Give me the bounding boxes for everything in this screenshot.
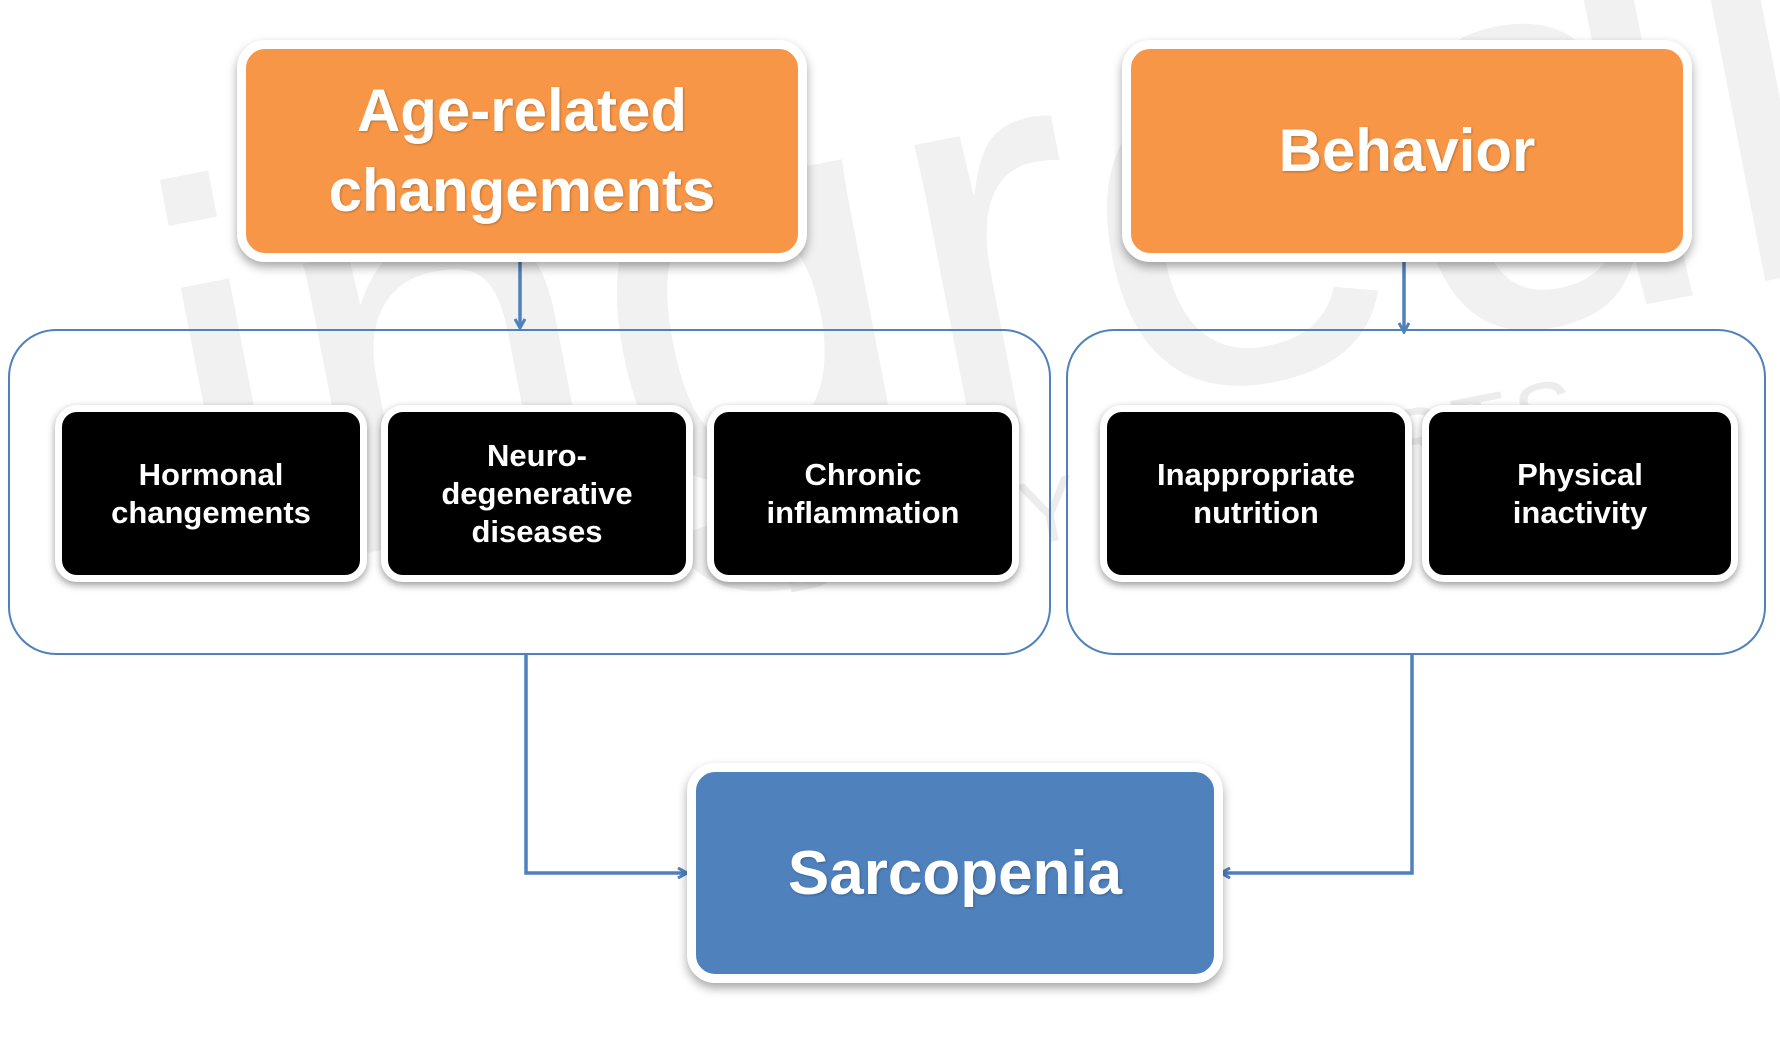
cause-box-behavior: Behavior	[1122, 40, 1692, 262]
cause-box-age-related: Age-related changements	[237, 40, 807, 262]
factor-label: Chronic inflammation	[766, 456, 960, 530]
factor-neurodegenerative-diseases: Neuro-degenerative diseases	[381, 405, 693, 582]
factor-group-behavior	[1066, 329, 1766, 655]
outcome-box-sarcopenia: Sarcopenia	[687, 763, 1223, 983]
factor-physical-inactivity: Physical inactivity	[1422, 405, 1738, 582]
factor-label: Physical inactivity	[1512, 456, 1648, 530]
factor-label: Hormonal changements	[111, 456, 311, 530]
cause-title-age-related: Age-related changements	[328, 77, 716, 224]
arrow-age-group-to-sarcopenia	[524, 655, 686, 873]
outcome-title: Sarcopenia	[787, 838, 1123, 908]
factor-group-age-related	[8, 329, 1051, 655]
factor-inappropriate-nutrition: Inappropriate nutrition	[1100, 405, 1412, 582]
factor-label: Inappropriate nutrition	[1156, 456, 1356, 530]
factor-hormonal-changements: Hormonal changements	[55, 405, 367, 582]
factor-label: Neuro-degenerative diseases	[441, 437, 633, 549]
cause-title-behavior: Behavior	[1278, 117, 1536, 184]
factor-chronic-inflammation: Chronic inflammation	[707, 405, 1019, 582]
arrow-behavior-group-to-sarcopenia	[1222, 655, 1414, 873]
